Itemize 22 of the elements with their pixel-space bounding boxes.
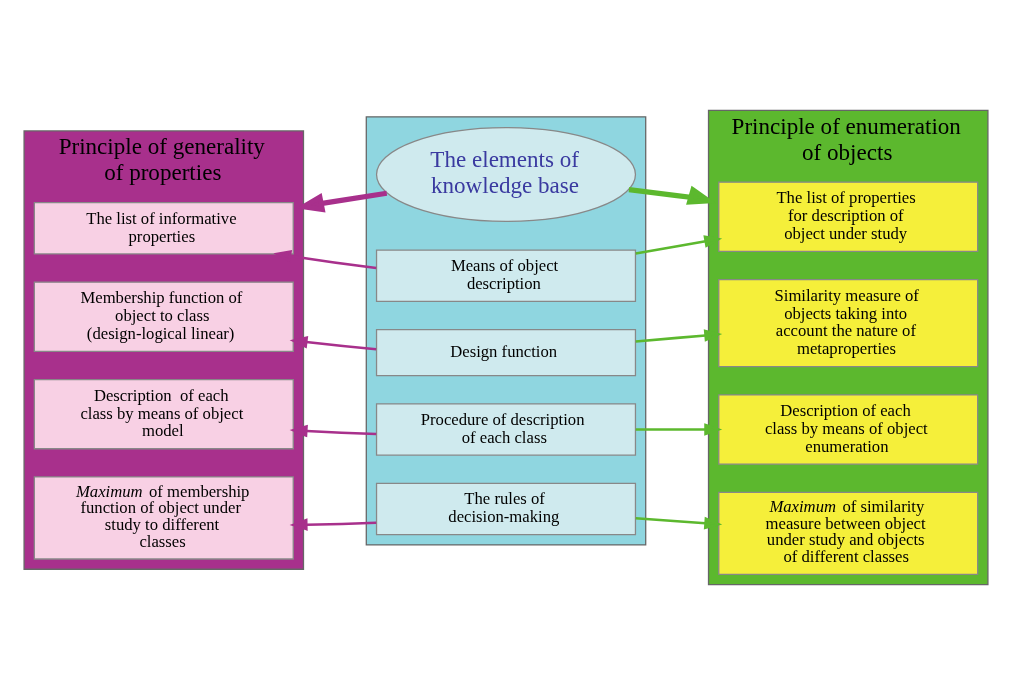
arrow: [273, 249, 377, 270]
arrow: [635, 329, 723, 343]
node-box: The list of informative properties: [33, 202, 294, 255]
node-box: Means of object description: [375, 249, 637, 302]
node-box: Maximum of membership function of object under study to different classes: [33, 476, 294, 560]
node-box: Similarity measure of objects taking into account the nature of metaproperties: [718, 278, 979, 368]
arrow: [289, 424, 377, 438]
arrow: [635, 423, 723, 436]
cluster: [365, 116, 647, 546]
node-box: The list of properties for description of object under study: [718, 181, 979, 252]
node-ellipse: The elements of knowledge base: [375, 127, 637, 222]
node-box: Description of each class by means of object model: [33, 378, 294, 450]
arrow: [635, 235, 723, 255]
arrow: [289, 518, 377, 531]
arrow: [289, 336, 377, 351]
node-box: Description of each class by means of object enumeration: [718, 394, 979, 465]
arrow: [635, 516, 723, 530]
node-box: Maximum of similarity measure between object under study and objects of different classes: [718, 491, 979, 575]
node-box: The rules of decision-making: [375, 482, 637, 536]
node-box: Design function: [375, 328, 637, 377]
node-box: Procedure of description of each class: [375, 403, 637, 456]
node-box: Membership function of object to class (design-logical linear): [33, 281, 294, 352]
